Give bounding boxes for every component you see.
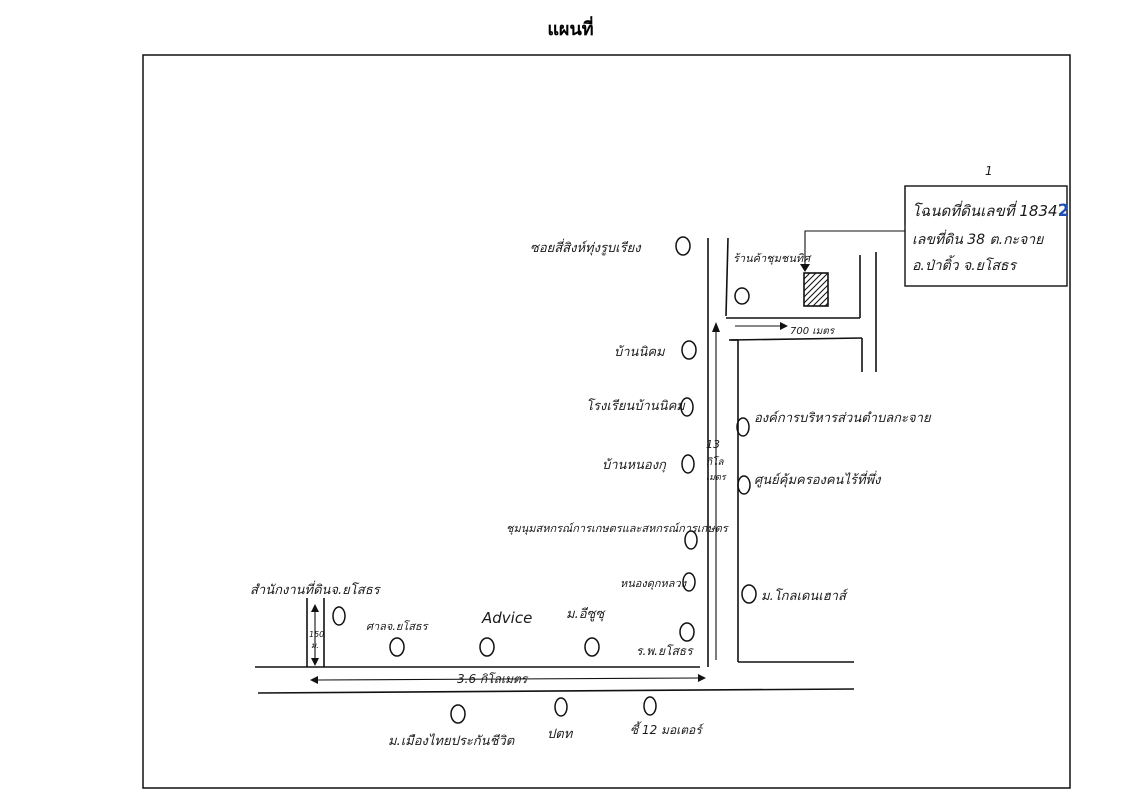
map-frame [142,54,1071,789]
label-bannikom: บ้านนิคม [614,345,666,360]
marker-tambon-office [736,417,750,437]
marker-insurance [450,704,466,724]
marker-land-office [332,606,346,626]
label-dist-150a: 150 [309,630,324,639]
main-road-bottom [257,688,855,694]
label-km13-b: กิโล [706,456,724,468]
label-insurance: ม.เมืองไทยประกันชีวิต [388,733,515,749]
label-dist-700: 700 เมตร [790,326,836,337]
marker-bannongku [681,454,695,474]
label-tambon-office: องค์การบริหารส่วนตำบลกะจาย [754,410,932,426]
label-bannongku: บ้านหนองกุ [602,458,667,473]
marker-ptt [554,697,568,717]
label-moo-village: ม.โกลเดนเฮาส์ [761,588,849,604]
marker-court [389,637,405,657]
side-road-bottom [730,337,863,341]
label-shop: ร้านค้าชุมชนทิศ [733,252,812,265]
label-top-left-place: ซอยสี่สิงห์ทุ่งรูบเรียง [530,238,642,256]
label-school: โรงเรียนบ้านนิคม [586,398,686,414]
property-marker [803,272,829,307]
marker-moo-village [741,584,757,604]
page-title: แผนที่ [547,19,594,40]
label-ptt: ปตท [547,727,574,742]
label-dist-3km: 3.6 กิโลเมตร [457,672,529,686]
label-coop: ชุมนุมสหกรณ์การเกษตรและสหกรณ์การเกษตร [506,522,730,535]
label-nongdukhueng: หนองดุกหลวง [620,577,688,590]
marker-moo-univ [584,637,600,657]
marker-center [737,475,751,495]
marker-shop [734,287,750,305]
note-line1-tail: 2 [1058,201,1070,221]
marker-top-left-place [675,236,691,256]
marker-bannikom [681,340,697,360]
marker-school [680,397,694,417]
label-land-office: สำนักงานที่ดินจ.ยโสธร [250,580,382,598]
label-court: ศาลจ.ยโสธร [366,620,430,633]
note-index: 1 [985,164,993,178]
label-seven: ซี้ 12 มอเตอร์ [630,721,705,737]
label-moo-univ: ม.อีซูซุ [566,606,606,622]
deed-note [800,185,1068,287]
marker-advice [479,637,495,657]
vertical-road-left-top [725,237,729,317]
marker-coop [684,530,698,550]
label-center: ศูนย์คุ้มครองคนไร้ที่พึ่ง [754,470,882,488]
label-pho-yasothon: ร.พ.ยโสธร [636,644,694,658]
marker-seven [643,696,657,716]
marker-pho-yasothon [679,622,695,642]
label-km13-c: เมตร [706,473,727,483]
note-line2: เลขที่ดิน 38 ต.กะจาย [912,229,1044,248]
label-km13-a: 13 [706,438,720,451]
dist-3km-arrow [317,677,701,681]
note-line3: อ.ป่าติ้ว จ.ยโสธร [912,255,1017,274]
label-dist-150b: ม. [311,641,319,650]
note-line1: โฉนดที่ดินเลขที่ 18342 [912,200,1069,221]
label-advice: Advice [481,609,532,627]
marker-nongdukhueng [682,572,696,592]
